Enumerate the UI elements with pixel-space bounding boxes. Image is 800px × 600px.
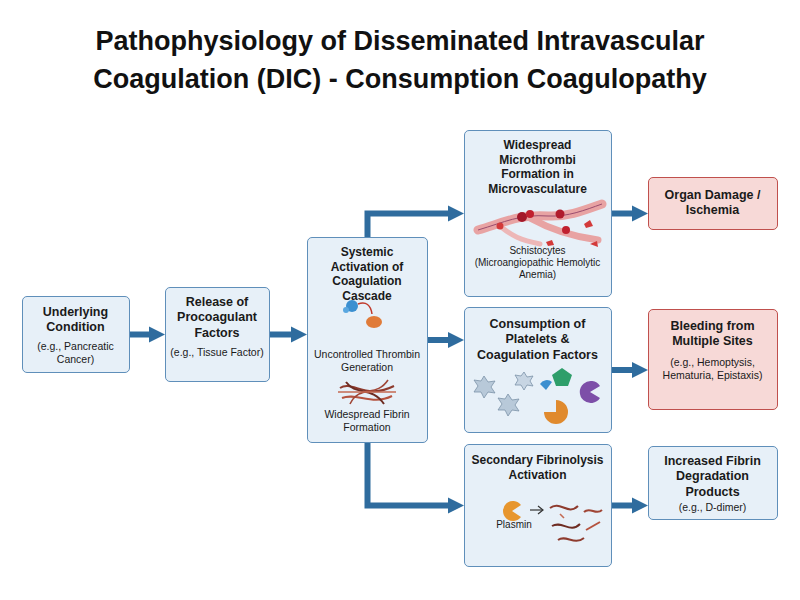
process-box: Increased Fibrin Degradation Products(e.… <box>648 446 778 520</box>
blood-vessel <box>530 218 598 240</box>
flow-arrow <box>368 214 451 238</box>
outcome-box: Organ Damage / Ischemia <box>648 177 778 230</box>
platelet <box>474 376 495 398</box>
microthrombus <box>556 210 565 219</box>
process-box: Underlying Condition (e.g., Pancreatic Ca… <box>22 296 130 373</box>
box-heading: Underlying Condition <box>27 305 124 336</box>
process-box: Systemic Activation of Coagulation Casca… <box>307 237 428 443</box>
outcome-box: Bleeding from Multiple Sites (e.g., Hemop… <box>648 309 778 410</box>
box-heading: Consumption of Platelets & Coagulation F… <box>469 317 606 363</box>
box-heading: Widespread Microthrombi Formation in Mic… <box>469 138 606 197</box>
schistocyte <box>584 220 593 228</box>
flow-arrow <box>428 337 450 343</box>
fibrin-strand <box>340 386 394 391</box>
fibrin-fragment <box>558 538 584 541</box>
blood-vessel <box>500 226 540 244</box>
microthrombus <box>562 226 570 234</box>
fibrin-strand <box>342 396 392 400</box>
coagulation-factor <box>580 381 600 403</box>
diagram-title: Pathophysiology of Disseminated Intravas… <box>40 22 760 98</box>
box-heading: Systemic Activation of Coagulation Casca… <box>312 245 422 304</box>
fibrin-strand <box>338 391 396 392</box>
box-heading: Increased Fibrin Degradation Products <box>653 454 772 500</box>
schistocyte <box>497 223 504 230</box>
process-box: Secondary Fibrinolysis ActivationPlasmin <box>464 444 612 567</box>
box-detail: Schistocytes (Microangiopathic Hemolytic… <box>469 245 606 282</box>
fibrin-fragment <box>560 514 564 518</box>
platelet <box>498 394 519 416</box>
flow-arrow <box>612 503 634 509</box>
box-detail: (e.g., D-dimer) <box>653 501 772 514</box>
box-detail: (e.g., Hemoptysis, Hematuria, Epistaxis) <box>653 356 772 382</box>
box-detail: (e.g., Tissue Factor) <box>170 346 264 359</box>
flow-arrow <box>130 332 151 338</box>
box-heading: Bleeding from Multiple Sites <box>653 319 772 350</box>
process-box: Widespread Microthrombi Formation in Mic… <box>464 130 612 297</box>
flow-arrow <box>612 367 634 373</box>
thrombin-molecule <box>343 307 349 313</box>
process-box: Release of Procoagulant Factors (e.g., Ti… <box>165 287 270 382</box>
box-detail: (e.g., Pancreatic Cancer) <box>27 340 124 366</box>
thrombin-molecule <box>366 316 382 328</box>
action-arrow <box>530 509 542 510</box>
flow-arrow <box>368 443 451 506</box>
fibrin-strand <box>346 382 384 404</box>
coagulation-factor <box>552 368 572 386</box>
schistocyte <box>590 241 598 247</box>
box-heading: Organ Damage / Ischemia <box>653 188 772 219</box>
coagulation-factor <box>540 380 552 390</box>
process-box: Consumption of Platelets & Coagulation F… <box>464 307 612 433</box>
thrombin-molecule <box>346 300 358 312</box>
fibrin-fragment <box>584 510 602 512</box>
flow-arrow <box>270 332 293 338</box>
platelet <box>515 372 533 390</box>
microthrombus <box>526 210 534 218</box>
plasmin-enzyme <box>503 501 521 521</box>
fibrin-strand <box>350 380 388 404</box>
schistocyte <box>546 240 554 246</box>
coagulation-factor <box>544 400 568 424</box>
fibrin-fragment <box>586 522 600 530</box>
flow-arrow <box>612 211 634 217</box>
blood-vessel <box>478 204 602 230</box>
box-detail: Widespread Fibrin Formation <box>312 408 422 434</box>
action-arrow <box>538 506 543 514</box>
box-detail: Plasmin <box>479 519 549 531</box>
reaction-arrow <box>358 303 372 314</box>
microthrombus <box>517 212 527 222</box>
box-detail: Uncontrolled Thrombin Generation <box>312 348 422 374</box>
fibrin-fragment <box>552 524 580 528</box>
vessel-wall <box>478 204 602 230</box>
box-heading: Secondary Fibrinolysis Activation <box>469 453 606 482</box>
box-heading: Release of Procoagulant Factors <box>170 295 264 341</box>
fibrin-fragment <box>550 506 578 510</box>
